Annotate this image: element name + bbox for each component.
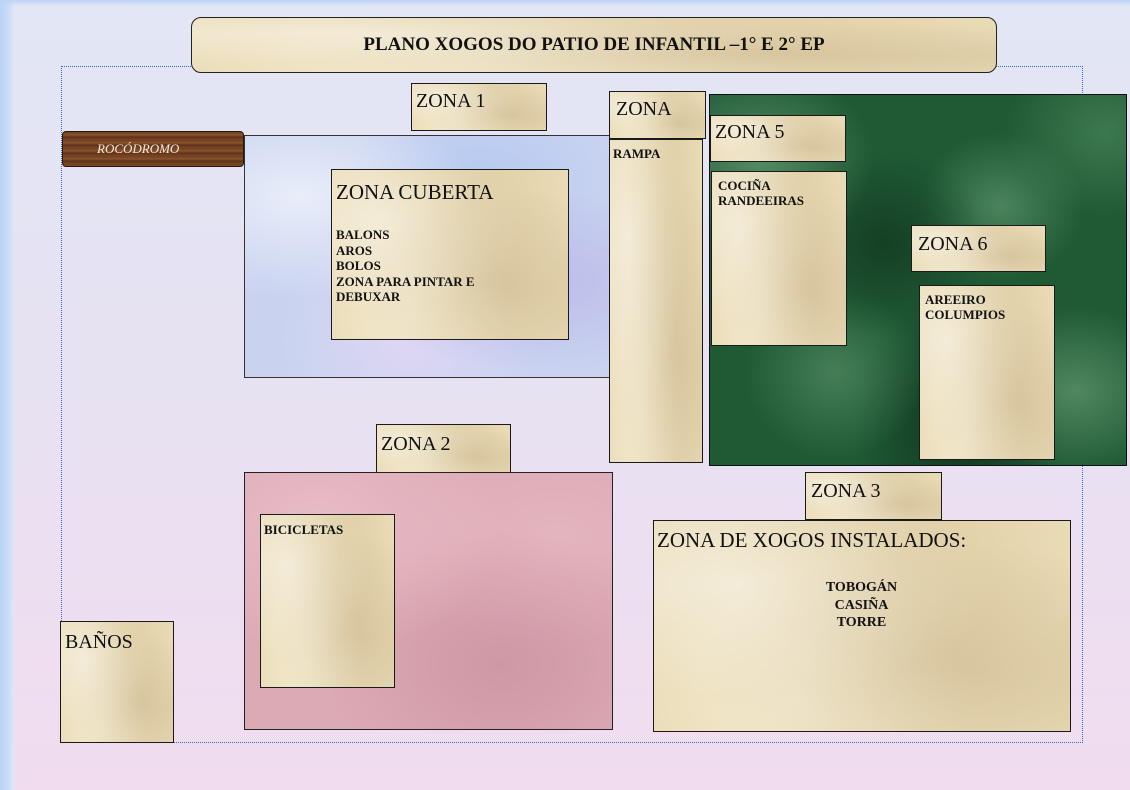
zona-3-label: ZONA 3 (811, 480, 881, 502)
zona-1-label: ZONA 1 (416, 90, 486, 112)
zona-5-tab: ZONA 5 (710, 115, 846, 162)
left-page-edge (0, 0, 14, 790)
bicicletas-label: BICICLETAS (264, 522, 344, 537)
zona-2-label: ZONA 2 (381, 433, 451, 455)
zona5-item-randeeiras: RANDEEIRAS (718, 192, 804, 208)
zona3-item-torre: TORRE (836, 615, 887, 630)
banos-zone: BAÑOS (60, 621, 174, 743)
zona-5-label: ZONA 5 (715, 121, 785, 143)
zona-3-title: ZONA DE XOGOS INSTALADOS: (657, 528, 967, 552)
page-title-text: PLANO XOGOS DO PATIO DE INFANTIL –1° E 2… (363, 34, 825, 55)
rampa-label: RAMPA (613, 146, 661, 161)
zona6-item-areeiro: AREEIRO (925, 292, 986, 307)
zona-cuberta-title: ZONA CUBERTA (336, 180, 494, 204)
page-title: PLANO XOGOS DO PATIO DE INFANTIL –1° E 2… (191, 17, 997, 73)
zona6-item-columpios: COLUMPIOS (925, 306, 1006, 322)
zona-6-label: ZONA 6 (918, 233, 988, 255)
bicicletas-panel: BICICLETAS (260, 514, 395, 688)
zona-rampa-tab: ZONA (609, 91, 706, 139)
zona3-item-casina: CASIÑA (834, 597, 889, 613)
zona-3-tab: ZONA 3 (805, 472, 942, 520)
zona-6-tab: ZONA 6 (911, 225, 1046, 272)
zona-1-tab: ZONA 1 (411, 83, 547, 131)
rampa-strip: RAMPA (609, 139, 703, 463)
zona-2-tab: ZONA 2 (376, 424, 511, 473)
zona-rampa-label: ZONA (616, 98, 672, 120)
zona-6-panel: AREEIRO COLUMPIOS (919, 285, 1055, 460)
zona-cuberta-panel: ZONA CUBERTA BALONS AROS BOLOS ZONA PARA… (331, 169, 569, 340)
zona-5-panel: COCIÑA RANDEEIRAS (711, 171, 847, 346)
cuberta-item-debuxar: DEBUXAR (336, 289, 401, 305)
cuberta-item-aros: AROS (336, 242, 373, 258)
rocodromo-sign: ROCÓDROMO (62, 131, 244, 167)
top-page-edge (0, 0, 1130, 6)
zona5-item-cocina: COCIÑA (718, 178, 771, 193)
cuberta-item-balons: BALONS (336, 227, 390, 242)
zona3-item-tobogan: TOBOGÁN (825, 580, 898, 595)
banos-label: BAÑOS (65, 631, 133, 653)
cuberta-item-pintar: ZONA PARA PINTAR E (336, 273, 475, 289)
cuberta-item-bolos: BOLOS (336, 258, 381, 274)
zona-3-panel: ZONA DE XOGOS INSTALADOS: TOBOGÁN CASIÑA… (653, 520, 1071, 732)
rocodromo-label: ROCÓDROMO (97, 141, 180, 156)
